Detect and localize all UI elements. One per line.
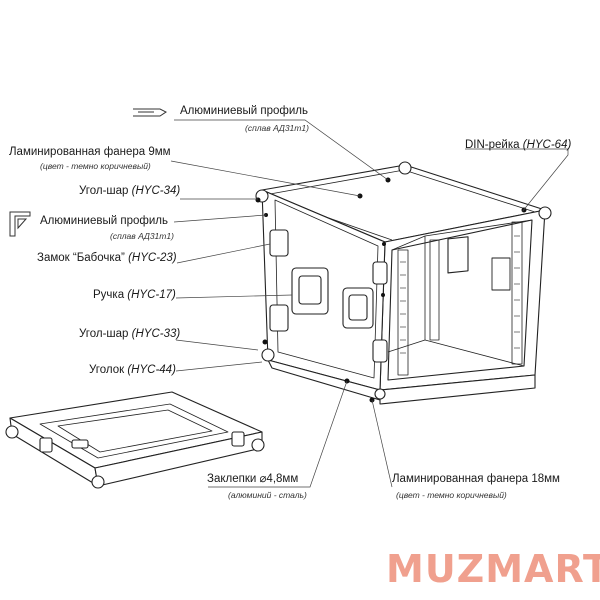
label-corner-ball-33-code: (HYC-33) [131,328,181,340]
front-handle [342,287,374,329]
label-alu-profile-top-alloy: (сплав АД31т1) [245,123,309,133]
leader-alu-top [174,119,389,181]
label-din-rail-name: DIN-рейка [465,139,520,151]
label-corner-ball-34-code: (HYC-34) [131,185,181,197]
label-corner-ball-33-name: Угол-шар [79,328,129,340]
case-lid [5,391,265,489]
label-rivets-size: ⌀4,8мм [259,473,299,485]
label-corner-44-code: (HYC-44) [127,364,176,376]
label-alu-profile-side-alloy: (сплав АД31т1) [110,231,174,241]
label-corner-ball-33: Угол-шар (HYC-33) [79,328,181,341]
leader-corner-33 [175,339,259,351]
latch-top [269,229,289,257]
leader-din [465,148,569,213]
din-plate-right [491,257,511,291]
leader-alu-side [173,214,267,223]
label-latch-name: Замок “Бабочка” [37,252,125,264]
label-rivets: Заклепки ⌀4,8мм [207,473,299,486]
label-latch-code: (HYC-23) [128,252,177,264]
leader-latch [176,243,271,264]
label-handle-name: Ручка [93,289,125,301]
din-plate-left [447,236,469,274]
alu-profile-icon-top [133,108,167,117]
label-corner-44-name: Уголок [89,364,125,376]
label-rivets-material: (алюминий - сталь) [228,490,307,500]
label-plywood-18-color: (цвет - темно коричневый) [396,490,507,500]
label-din-rail-code: (HYC-64) [522,139,572,151]
label-latch: Замок “Бабочка” (HYC-23) [37,252,177,265]
label-handle-code: (HYC-17) [127,289,176,301]
leader-rivets [208,380,348,488]
label-plywood-18: Ламинированная фанера 18мм [392,473,560,485]
leader-plywood-18 [371,399,393,488]
label-plywood-9-color: (цвет - темно коричневый) [40,161,151,171]
label-din-rail: DIN-рейка (HYC-64) [465,139,572,152]
label-corner-ball-34-name: Угол-шар [79,185,129,197]
leader-handle [175,294,293,299]
label-plywood-9: Ламинированная фанера 9мм [9,146,171,158]
label-alu-profile-top: Алюминиевый профиль [180,105,308,117]
alu-profile-icon-side [9,211,31,237]
label-alu-profile-side: Алюминиевый профиль [40,215,168,227]
label-handle: Ручка (HYC-17) [93,289,176,302]
brand-logo: MUZMART [386,547,600,591]
label-corner-ball-34: Угол-шар (HYC-34) [79,185,181,198]
leader-corner-44 [175,361,263,372]
latch-bottom [269,304,289,332]
label-corner-44: Уголок (HYC-44) [89,364,176,377]
leader-plywood-9 [170,160,361,197]
label-rivets-name: Заклепки [207,473,257,485]
side-handle [291,267,329,315]
